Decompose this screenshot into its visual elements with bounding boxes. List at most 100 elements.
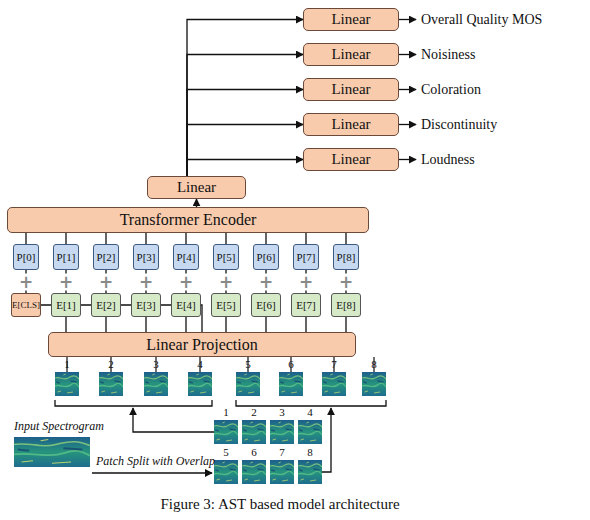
patch-number: 7 [331,358,337,370]
add-sign: + [218,273,234,290]
box-text: E[7] [296,300,316,311]
box-text: P[5] [217,252,236,263]
split-arrows [92,408,331,473]
position-box: P[1] [53,244,79,270]
output-arrow [399,159,416,160]
head-linear-box: Linear [303,148,399,171]
output-label: Overall Quality MOS [421,12,542,27]
output-label: Discontinuity [421,117,497,132]
patch-number: 1 [64,358,70,370]
box-text: Linear [331,47,370,62]
output-arrow [399,54,416,55]
output-label: Noisiness [421,47,475,62]
box-text: E[6] [256,300,276,311]
box-text: Linear [177,180,216,195]
output-arrow [399,124,416,125]
connector [265,317,266,332]
position-box: P[7] [293,244,319,270]
box-text: P[8] [337,252,356,263]
add-sign: + [338,273,354,290]
embedding-box: E[7] [291,293,321,317]
embedding-box: E[4] [171,293,201,317]
split-arrow [92,472,212,473]
patch-number: 8 [307,446,313,458]
position-box: P[8] [333,244,359,270]
head-linear-box: Linear [303,78,399,101]
bracket [55,400,212,406]
box-text: P[0] [17,252,36,263]
patch-number: 2 [251,406,257,418]
spectrogram-patch [99,372,123,396]
patch-row [55,372,386,396]
spectrogram-patch [322,372,346,396]
position-box: P[3] [133,244,159,270]
box-text: P[6] [257,252,276,263]
position-box: P[5] [213,244,239,270]
spectrogram-patch [214,460,238,484]
encoder-box: Transformer Encoder [7,207,369,233]
connector [145,317,146,332]
patch-number: 8 [371,358,377,370]
patch-number: 6 [288,358,294,370]
box-text: Linear Projection [146,337,258,353]
split-label: Patch Split with Overlap [96,455,215,468]
position-box: P[6] [253,244,279,270]
add-sign: + [298,273,314,290]
box-text: Linear [331,82,370,97]
input-label: Input Spectrogram [14,420,104,433]
patch-number: 4 [307,406,313,418]
box-text: Linear [331,152,370,167]
connector [225,233,226,244]
connector [225,317,226,332]
box-text: E[5] [216,300,236,311]
bracket [236,400,386,406]
output-label: Coloration [421,82,481,97]
patch-number: 4 [197,358,203,370]
figure-caption: Figure 3: AST based model architecture [0,496,560,513]
connector [25,233,26,244]
output-arrows [399,20,416,160]
connector [65,317,66,332]
head-linear-box: Linear [303,113,399,136]
connector [187,20,303,177]
add-sign: + [178,273,194,290]
spectrogram-patch [144,372,168,396]
spectrogram-patch [188,372,212,396]
box-text: E[8] [336,300,356,311]
box-text: P[7] [297,252,316,263]
box-text: Transformer Encoder [120,212,257,228]
box-text: E[1] [56,300,76,311]
patch-number: 5 [245,358,251,370]
connector [187,55,303,177]
add-sign: + [18,273,34,290]
box-text: P[3] [137,252,156,263]
patch-number: 7 [279,446,285,458]
linear-box: Linear [147,176,246,199]
add-sign: + [98,273,114,290]
connector [185,317,186,332]
connector [105,233,106,244]
brackets [55,400,386,406]
embedding-box: E[5] [211,293,241,317]
patch-number: 3 [153,358,159,370]
position-box: P[4] [173,244,199,270]
patch-feed-lines [67,357,374,372]
connector [187,90,303,177]
connector [345,317,346,332]
connector [65,233,66,244]
connector [185,233,186,244]
box-text: P[4] [177,252,196,263]
connector [187,160,303,177]
spectrogram-patch [214,420,238,444]
spectrogram-patch [298,460,322,484]
box-text: E[3] [136,300,156,311]
embedding-box: E[CLS] [11,293,41,317]
spectrogram-patch [236,372,260,396]
patch-number: 6 [251,446,257,458]
box-text: Linear [331,12,370,27]
spectrogram-patch [55,372,79,396]
patch-number: 3 [279,406,285,418]
spectrogram-patch [270,460,294,484]
spectrogram-patch [362,372,386,396]
